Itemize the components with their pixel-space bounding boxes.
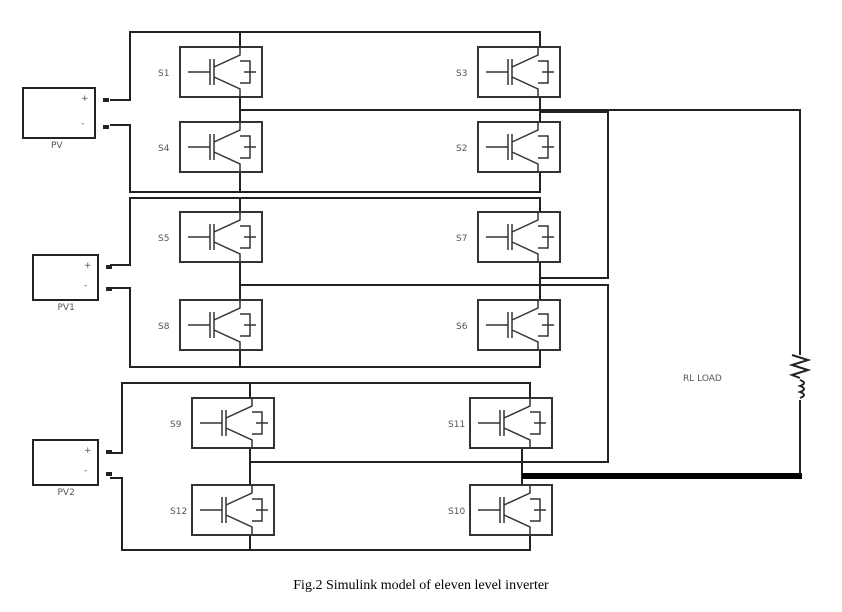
pv-label: PV2 — [58, 488, 75, 498]
svg-text:+: + — [81, 94, 89, 104]
igbt-symbol-icon — [486, 212, 554, 262]
igbt-switch-s5[interactable]: S5 — [158, 211, 263, 263]
svg-text:+: + — [84, 446, 92, 456]
switch-label: S11 — [448, 420, 465, 430]
igbt-switch-s7[interactable]: S7 — [456, 211, 561, 263]
pv-source-pv2[interactable]: + - PV2 — [32, 439, 112, 498]
switch-label: S12 — [170, 507, 187, 517]
switch-label: S5 — [158, 234, 169, 244]
igbt-symbol-icon — [478, 485, 546, 535]
igbt-symbol-icon — [478, 398, 546, 448]
igbt-switch-s6[interactable]: S6 — [456, 299, 561, 351]
wires — [110, 31, 812, 551]
switch-label: S10 — [448, 507, 465, 517]
igbt-switch-s12[interactable]: S12 — [170, 484, 275, 536]
switch-label: S6 — [456, 322, 468, 332]
pv-source-pv[interactable]: + - PV — [22, 87, 109, 151]
svg-text:-: - — [81, 119, 84, 129]
igbt-switch-s1[interactable]: S1 — [158, 46, 263, 98]
pv-source-pv1[interactable]: + - PV1 — [32, 254, 112, 313]
igbt-symbol-icon — [200, 398, 268, 448]
igbt-symbol-icon — [188, 300, 256, 350]
igbt-symbol-icon — [486, 122, 554, 172]
igbt-symbol-icon — [188, 47, 256, 97]
igbt-switch-s3[interactable]: S3 — [456, 46, 561, 98]
switch-label: S1 — [158, 69, 169, 79]
igbt-symbol-icon — [200, 485, 268, 535]
switch-label: S3 — [456, 69, 467, 79]
rl-load-label: RL LOAD — [683, 374, 722, 384]
svg-text:+: + — [84, 261, 92, 271]
igbt-symbol-icon — [486, 47, 554, 97]
switch-label: S4 — [158, 144, 170, 154]
pv-label: PV1 — [58, 303, 75, 313]
igbt-symbol-icon — [188, 122, 256, 172]
figure-caption: Fig.2 Simulink model of eleven level inv… — [293, 578, 549, 593]
igbt-switch-s4[interactable]: S4 — [158, 121, 263, 173]
igbt-switch-s10[interactable]: S10 — [448, 484, 553, 536]
switch-label: S2 — [456, 144, 467, 154]
igbt-symbol-icon — [486, 300, 554, 350]
svg-text:-: - — [84, 466, 87, 476]
igbt-switch-s11[interactable]: S11 — [448, 397, 553, 449]
igbt-switch-s2[interactable]: S2 — [456, 121, 561, 173]
svg-text:-: - — [84, 281, 87, 291]
pv-label: PV — [51, 141, 63, 151]
switch-label: S7 — [456, 234, 467, 244]
igbt-switch-s8[interactable]: S8 — [158, 299, 263, 351]
igbt-switch-s9[interactable]: S9 — [170, 397, 275, 449]
switch-label: S8 — [158, 322, 170, 332]
igbt-symbol-icon — [188, 212, 256, 262]
switch-label: S9 — [170, 420, 182, 430]
